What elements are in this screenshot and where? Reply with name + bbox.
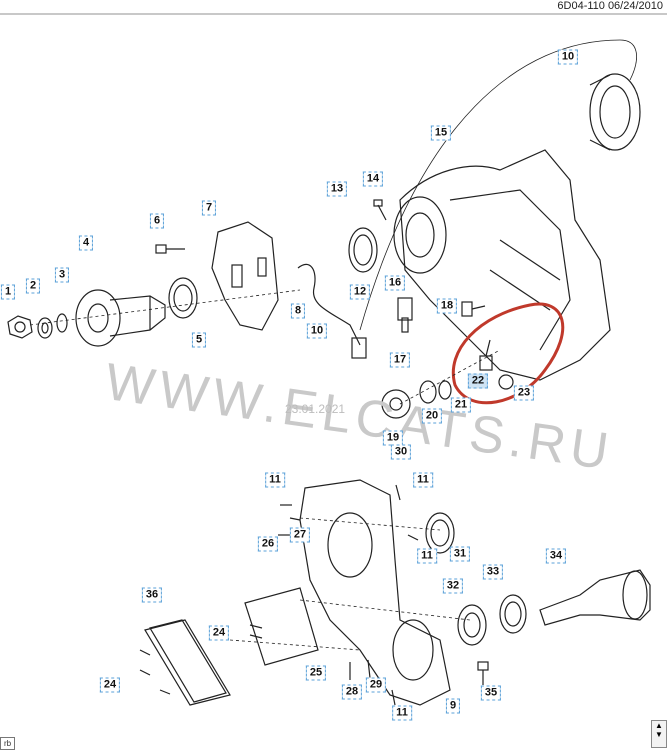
bolt-part [155,244,185,254]
bolt-part [479,339,493,371]
flange-yoke-part [75,289,166,347]
callout-31[interactable]: 31 [449,546,471,562]
callout-6[interactable]: 6 [149,213,165,229]
gasket-part [244,587,319,666]
seal-part [425,512,455,554]
callout-28[interactable]: 28 [341,684,363,700]
callout-24[interactable]: 24 [208,625,230,641]
snap-ring-part [419,380,437,404]
sensor-part [397,297,413,333]
callout-23[interactable]: 23 [513,385,535,401]
callout-10[interactable]: 10 [557,49,579,65]
oil-seal-part [168,277,198,319]
callout-29[interactable]: 29 [365,677,387,693]
seal-ring-part [56,313,68,333]
callout-22[interactable]: 22 [467,373,489,389]
callout-14[interactable]: 14 [362,171,384,187]
bearing-part [457,604,487,646]
output-shaft-part [539,569,651,626]
callout-35[interactable]: 35 [480,685,502,701]
washer-part [37,317,53,339]
callout-34[interactable]: 34 [545,548,567,564]
o-ring-part [438,380,452,400]
callout-9[interactable]: 9 [445,698,461,714]
callout-5[interactable]: 5 [191,332,207,348]
callout-2[interactable]: 2 [25,278,41,294]
bearing-part [381,389,411,419]
callout-25[interactable]: 25 [305,665,327,681]
callout-17[interactable]: 17 [389,352,411,368]
screw-part [139,624,263,695]
bracket-part [211,221,279,331]
callout-8[interactable]: 8 [290,303,306,319]
motor-part [589,73,641,151]
callout-11[interactable]: 11 [265,472,285,488]
callout-3[interactable]: 3 [54,267,70,283]
diagram-reference: 6D04-110 06/24/2010 [557,0,663,12]
corner-tag: rb [0,737,16,750]
scrollbar[interactable]: ▲▼ [651,720,667,748]
callout-36[interactable]: 36 [141,587,163,603]
callout-26[interactable]: 26 [257,536,279,552]
callout-30[interactable]: 30 [390,444,412,460]
callout-15[interactable]: 15 [430,125,452,141]
callout-20[interactable]: 20 [421,408,443,424]
callout-16[interactable]: 16 [384,275,406,291]
callout-11[interactable]: 11 [413,472,433,488]
callout-32[interactable]: 32 [442,578,464,594]
callout-12[interactable]: 12 [349,284,371,300]
callout-21[interactable]: 21 [450,397,472,413]
callout-18[interactable]: 18 [436,298,458,314]
callout-27[interactable]: 27 [289,527,311,543]
bolt-part [373,199,387,221]
nut-part [7,315,33,339]
callout-4[interactable]: 4 [78,235,94,251]
seal-part [348,227,378,273]
callout-24[interactable]: 24 [99,677,121,693]
plug-part [498,374,514,390]
callout-10[interactable]: 10 [306,323,328,339]
sensor-part [461,301,486,317]
callout-1[interactable]: 1 [0,284,16,300]
transfer-case-housing-part [393,149,611,381]
callout-13[interactable]: 13 [326,181,348,197]
callout-11[interactable]: 11 [417,548,437,564]
highlight-circle [451,302,565,405]
callout-7[interactable]: 7 [201,200,217,216]
callout-33[interactable]: 33 [482,564,504,580]
callout-19[interactable]: 19 [382,430,404,446]
wiring-harness-part [297,39,637,359]
bolt-part [278,484,419,706]
rear-cover-part [299,479,451,706]
seal-part [499,594,527,634]
bolt-part [477,661,489,685]
callout-11[interactable]: 11 [392,705,412,721]
cover-plate-part [144,619,231,706]
